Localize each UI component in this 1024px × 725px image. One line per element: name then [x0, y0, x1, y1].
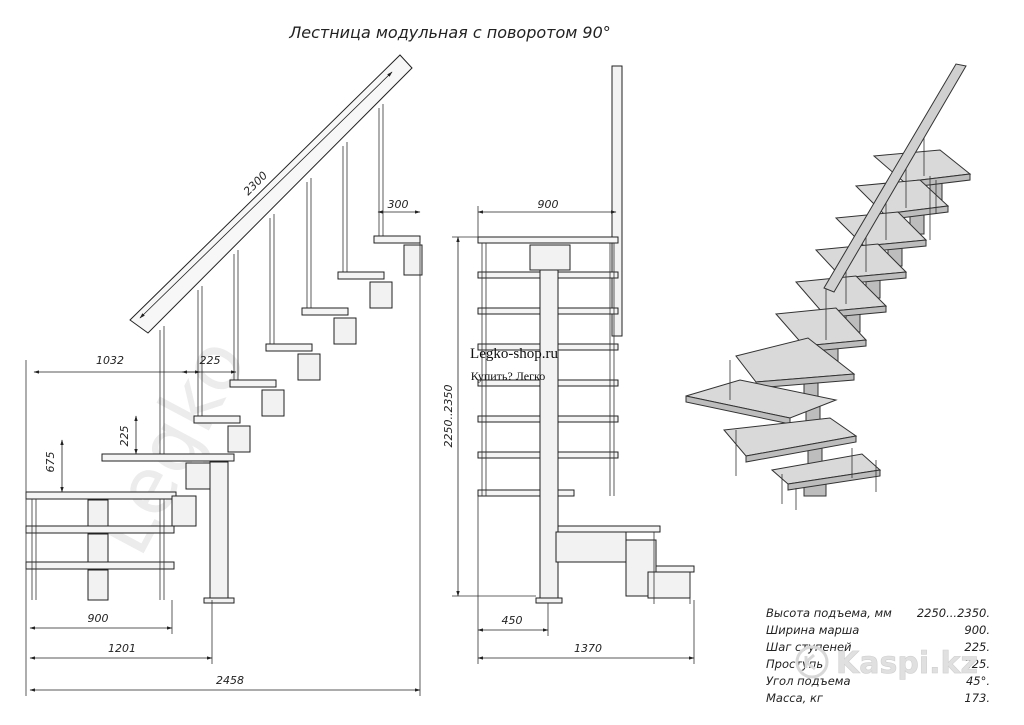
dim-front-width: 900	[538, 198, 559, 211]
dim-front-total-width: 1370	[574, 642, 602, 655]
dim-front-offset: 450	[502, 614, 523, 627]
spec-value-4: 45°.	[966, 674, 990, 688]
side-central-column	[209, 461, 229, 601]
dim-top-step: 300	[388, 198, 409, 211]
spec-value-0: 2250...2350.	[917, 606, 990, 620]
dim-left-run: 1032	[96, 354, 124, 367]
kaspi-logo: Kaspi.kz	[795, 645, 978, 681]
dim-total-run: 2458	[216, 674, 244, 687]
iso-view	[685, 63, 972, 510]
dim-landing-height: 675	[44, 452, 57, 473]
kaspi-logo-text: Kaspi.kz	[836, 646, 978, 681]
front-bracket	[529, 244, 571, 271]
front-dimensions	[452, 206, 695, 664]
dim-step-pitch-v: 225	[118, 426, 131, 447]
dim-step-pitch-h: 225	[200, 354, 221, 367]
spec-value-2: 225.	[964, 640, 990, 654]
side-dimensions	[25, 71, 421, 696]
watermark-slogan: Купить? Легко	[471, 369, 546, 383]
spec-value-3: 225.	[964, 657, 990, 671]
side-bottom-steps	[25, 491, 197, 601]
front-treads	[477, 236, 695, 573]
iso-handrail	[823, 63, 967, 293]
spec-value-1: 900.	[964, 623, 990, 637]
dim-bottom-width: 900	[88, 612, 109, 625]
spec-label-0: Высота подъема, мм	[766, 606, 892, 620]
dim-front-height: 2250..2350	[442, 385, 455, 448]
spec-label-5: Масса, кг	[766, 691, 824, 705]
dim-base-run: 1201	[108, 642, 136, 655]
kaspi-logo-icon	[795, 645, 829, 679]
spec-value-5: 173.	[964, 691, 990, 705]
drawing-title: Лестница модульная с поворотом 90°	[288, 23, 611, 42]
spec-label-1: Ширина марша	[766, 623, 859, 637]
front-newel-post	[611, 65, 623, 337]
iso-treads	[685, 149, 972, 491]
spec-label-4: Угол подъема	[766, 674, 851, 688]
front-view: 900 2250..2350 450 1370	[442, 65, 695, 664]
front-columns	[481, 243, 691, 604]
specs-table: Высота подъема, мм 2250...2350. Ширина м…	[766, 606, 990, 705]
watermark-site: Legko-shop.ru	[470, 346, 558, 362]
